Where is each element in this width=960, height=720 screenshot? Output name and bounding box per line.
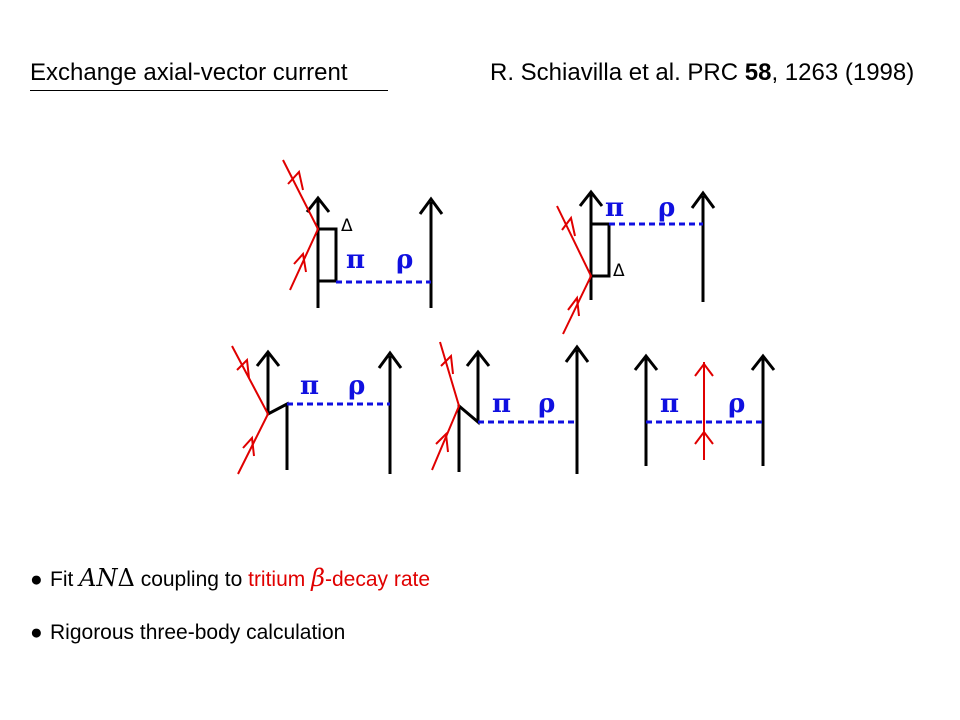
pi-label-5: π — [660, 389, 679, 419]
lepton-line-1 — [282, 159, 320, 291]
citation: R. Schiavilla et al. PRC 58, 1263 (1998) — [490, 58, 914, 88]
nucleon-line-1b — [418, 196, 444, 308]
delta-label-2: Δ — [613, 261, 625, 281]
bullet-three-body: ● Rigorous three-body calculation — [30, 615, 430, 651]
bullet-marker: ● — [30, 621, 43, 644]
pi-label-2: π — [605, 193, 624, 223]
diagram-1: Δ π ρ — [282, 159, 444, 308]
pi-label-4: π — [492, 389, 511, 419]
lepton-line-3 — [231, 345, 270, 475]
rho-label-4: ρ — [538, 389, 555, 419]
bullet-1-red-math-beta: β — [311, 564, 325, 592]
pi-label-3: π — [300, 371, 319, 401]
citation-pages: , 1263 (1998) — [771, 59, 915, 86]
nucleon-line-4a — [457, 349, 491, 472]
lepton-line-4 — [431, 341, 461, 471]
nucleon-line-5a — [633, 353, 659, 466]
bullet-1-red-text-1: tritium — [248, 568, 312, 591]
bullet-1-math-an: AN — [79, 564, 118, 592]
diagram-5: π ρ — [633, 353, 776, 466]
lepton-line-2 — [556, 205, 593, 335]
diagram-3: π ρ — [231, 345, 403, 475]
rho-label-1: ρ — [396, 245, 413, 275]
delta-label-1: Δ — [341, 216, 353, 236]
citation-authors: R. Schiavilla et al. PRC — [490, 59, 745, 86]
rho-label-3: ρ — [348, 371, 365, 401]
nucleon-line-2a — [578, 189, 611, 300]
bullet-1-red-text-2: -decay rate — [324, 568, 431, 591]
nucleon-line-3a — [255, 349, 289, 470]
bullet-2-text: Rigorous three-body calculation — [50, 621, 346, 644]
slide-title: Exchange axial-vector current — [30, 58, 388, 91]
lepton-line-5 — [694, 362, 714, 460]
diagram-2: Δ π ρ — [556, 189, 716, 335]
nucleon-line-2b — [690, 190, 716, 302]
rho-label-5: ρ — [728, 389, 745, 419]
diagram-4: π ρ — [431, 341, 590, 474]
bullet-list: ● Fit ANΔ coupling to tritium β-decay rat… — [30, 560, 430, 670]
rho-label-2: ρ — [658, 193, 675, 223]
nucleon-line-4b — [564, 344, 590, 474]
bullet-fit-coupling: ● Fit ANΔ coupling to tritium β-decay rat… — [30, 560, 430, 596]
nucleon-line-1a — [305, 195, 338, 308]
bullet-1-middle: coupling to — [134, 568, 249, 591]
bullet-marker: ● — [30, 568, 43, 591]
bullet-1-prefix: Fit — [50, 568, 80, 591]
nucleon-line-3b — [377, 350, 403, 474]
nucleon-line-5b — [750, 353, 776, 466]
citation-volume: 58 — [744, 59, 772, 86]
pi-label-1: π — [346, 245, 365, 275]
bullet-1-math-delta: Δ — [117, 564, 135, 592]
